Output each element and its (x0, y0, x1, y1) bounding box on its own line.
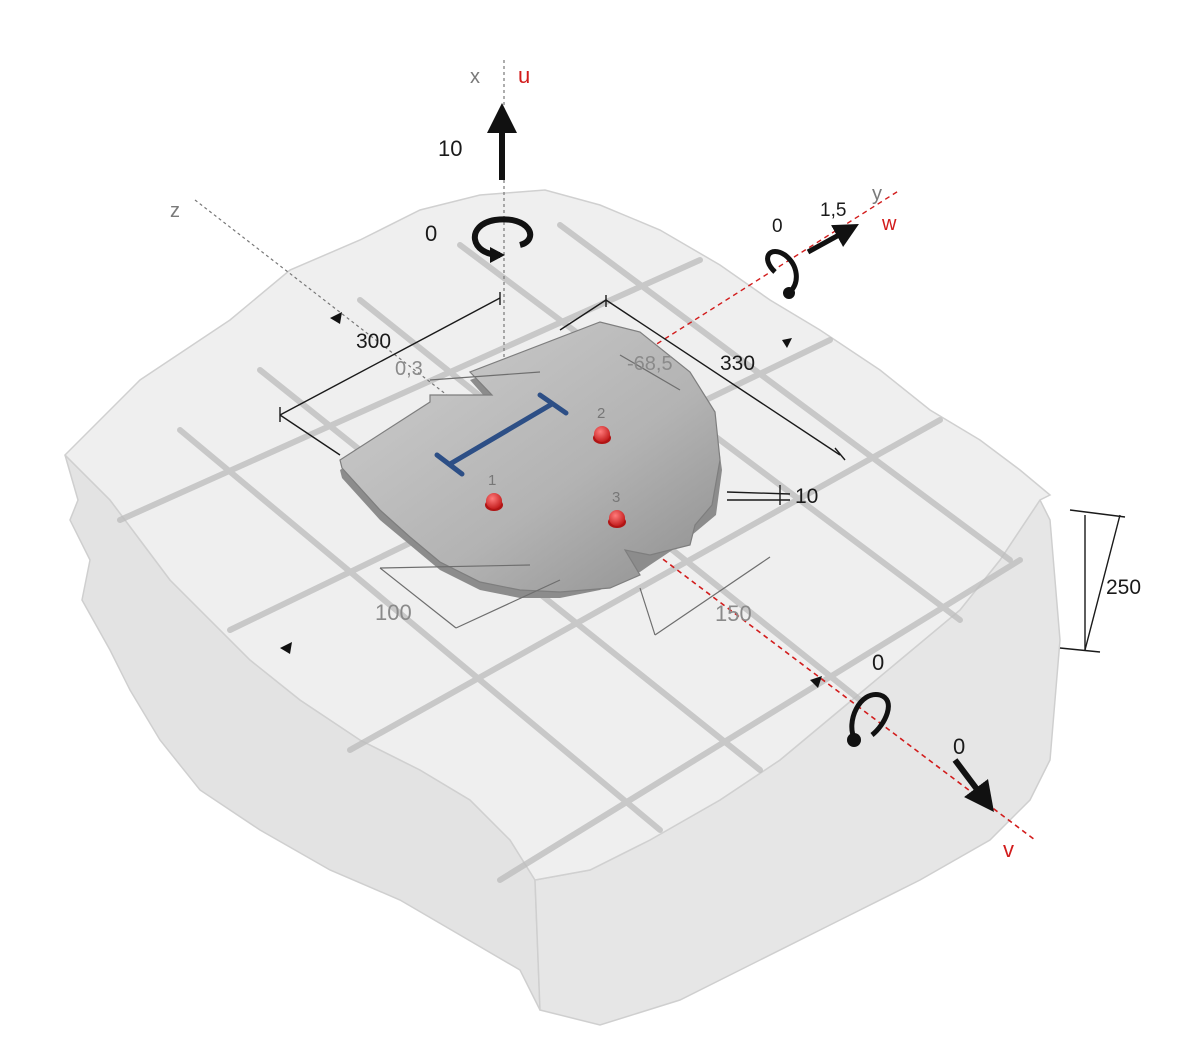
moment-u-label: 0 (425, 221, 437, 246)
moment-v-head (847, 733, 861, 747)
force-w-arrow (806, 223, 859, 255)
moment-u-head (490, 247, 505, 263)
axis-v-label: v (1003, 837, 1014, 862)
force-v-arrow (952, 758, 994, 812)
load-labels: 10 0 1,5 0 0 0 (425, 136, 965, 759)
axis-w-label: w (881, 213, 897, 235)
steel-column (434, 392, 569, 477)
moment-v-arrow (849, 692, 891, 742)
position-markers (280, 312, 822, 688)
axis-x-label: x (470, 66, 480, 88)
axis-y-label: y (872, 183, 882, 205)
anchor-spacing-a-label: 100 (375, 600, 412, 625)
moment-u-arrow (472, 216, 534, 258)
moment-w-head (783, 287, 795, 299)
dimension-labels: 300 330 250 10 0,3 -68,5 100 150 (356, 330, 1141, 626)
anchor-1-label: 1 (488, 472, 496, 489)
force-v-label: 0 (953, 734, 965, 759)
anchor-spacing-b-label: 150 (715, 601, 752, 626)
block-width-label: 330 (720, 352, 755, 375)
moment-v-label: 0 (872, 650, 884, 675)
offset-z-label: 0,3 (395, 358, 423, 380)
force-u-label: 10 (438, 136, 462, 161)
anchor-2: 2 (593, 405, 611, 444)
anchors: 1 2 3 (485, 405, 626, 528)
axis-labels: x u z y w v (170, 63, 1014, 862)
moment-w-arrow (765, 249, 799, 294)
plate-thickness-label: 10 (795, 485, 818, 508)
block-depth-label: 250 (1106, 576, 1141, 599)
load-arrows (472, 103, 994, 812)
block-length-label: 300 (356, 330, 391, 353)
axis-u-label: u (518, 63, 530, 88)
anchor-3: 3 (608, 489, 626, 528)
anchor-1: 1 (485, 472, 503, 511)
moment-w-label: 0 (772, 216, 783, 237)
anchor-3-label: 3 (612, 489, 620, 506)
axis-z-label: z (170, 200, 180, 222)
concrete-block (63, 189, 1061, 1026)
dimension-lines (279, 292, 1126, 653)
force-w-label: 1,5 (820, 200, 846, 221)
anchor-2-label: 2 (597, 405, 605, 422)
dimension-lines-gray (379, 354, 771, 636)
offset-y-label: -68,5 (627, 353, 673, 375)
